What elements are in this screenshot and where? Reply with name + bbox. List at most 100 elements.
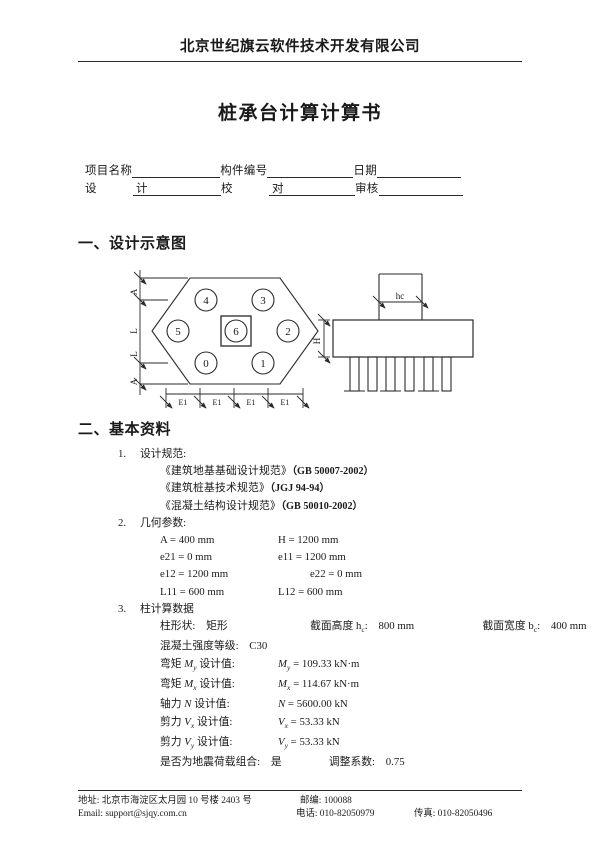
moment-x-label-post: 设计值: (196, 677, 235, 690)
section-height-label: 截面高度 h (310, 620, 362, 633)
pile-elev-4 (404, 356, 415, 392)
address-label: 地址: (78, 796, 100, 806)
axial-force-value-symbol: N (278, 698, 286, 711)
dim-label-left-L-upper: L (129, 328, 139, 334)
pile-circle-4 (194, 288, 218, 312)
section-width-label: 截面宽度 b (482, 620, 534, 633)
dim-label-left-A-bottom: A (129, 378, 139, 385)
item-2-number: 2. (118, 516, 127, 529)
pile-circle-0 (194, 351, 218, 375)
item-3-label: 柱计算数据 (140, 602, 194, 615)
shear-y-symbol: V (184, 735, 191, 748)
column-shape-value: 矩形 (206, 620, 228, 633)
shear-x-label-post: 设计值: (194, 715, 233, 728)
hc-dimension (372, 295, 429, 309)
email-value[interactable]: support@sjqy.com.cn (105, 809, 187, 819)
bottom-dimension-chain (159, 388, 310, 409)
designer-input[interactable] (133, 185, 221, 196)
standard-name-3: 《混凝土结构设计规范》 (160, 499, 281, 512)
date-input[interactable] (377, 167, 462, 178)
shear-x-value-sub: x (284, 720, 288, 730)
shear-y-value-symbol: V (278, 735, 285, 748)
seismic-row: 是否为地震荷载组合: 是调整系数: 0.75 (118, 754, 538, 771)
pile-elevation-group (349, 356, 452, 392)
standard-code-1: （GB 50007-2002） (291, 466, 374, 478)
shear-x-symbol-sub: x (190, 720, 195, 730)
H-dimension (317, 313, 331, 364)
column-outline-plan (220, 315, 252, 347)
item-design-standards: 1.设计规范: (118, 446, 538, 463)
pile-elev-5 (423, 356, 434, 392)
section-heading-diagram: 一、设计示意图 (78, 236, 187, 252)
component-number-label: 构件编号 (220, 165, 268, 177)
moment-x-label-pre: 弯矩 (160, 677, 185, 690)
seismic-label: 是否为地震荷载组合: (160, 756, 261, 769)
dim-label-left-L-lower: L (129, 351, 139, 357)
geometry-e11: e11 = 1200 mm (278, 551, 346, 564)
company-name: 北京世纪旗云软件技术开发有限公司 (180, 39, 420, 55)
fax-value: 010-82050496 (437, 809, 493, 819)
H-label: H (312, 337, 322, 344)
geometry-e22: e22 = 0 mm (310, 568, 362, 581)
pile-label-5: 5 (175, 326, 181, 338)
component-number-input[interactable] (267, 167, 354, 178)
design-diagram: 0 1 2 3 4 5 6 (128, 262, 508, 412)
left-dimension-chain (133, 270, 188, 395)
footer-row-1: 地址: 北京市海淀区太月园 10 号楼 2403 号 邮编: 100088 (78, 795, 522, 808)
hc-label: hc (396, 291, 405, 301)
approver-label: 审核 (355, 183, 379, 195)
moment-x-symbol: M (184, 677, 194, 690)
header-divider (78, 60, 522, 62)
item-1-number: 1. (118, 448, 127, 460)
approver-input[interactable] (378, 185, 463, 196)
checker-input[interactable] (269, 185, 355, 196)
moment-x-value-sub: x (287, 683, 291, 693)
pile-cap-hexagon (151, 277, 319, 385)
standard-name-1: 《建筑地基基础设计规范》 (160, 465, 292, 478)
dim-label-E1-2: E1 (213, 398, 222, 407)
form-row-2: 设 计 校 对 审核 (85, 178, 505, 196)
postcode-label: 邮编: (300, 796, 322, 806)
shear-x-label-pre: 剪力 (160, 715, 185, 728)
pile-circle-2 (276, 319, 300, 343)
item-column-data: 3.柱计算数据 (118, 601, 538, 618)
shear-x-symbol: V (184, 715, 191, 728)
diagram-svg: 0 1 2 3 4 5 6 (129, 270, 474, 409)
form-row-1: 项目名称 构件编号 日期 (85, 160, 505, 178)
postcode-value: 100088 (323, 796, 352, 806)
standard-code-2: （JGJ 94-94） (269, 483, 330, 495)
standard-row-1: 《建筑地基基础设计规范》（GB 50007-2002） (118, 463, 538, 480)
pile-cap-elevation (332, 319, 474, 358)
shear-x-row: 剪力 Vx 设计值:Vx = 53.33 kN (118, 714, 538, 734)
project-name-label: 项目名称 (85, 165, 133, 177)
adjust-coefficient-label: 调整系数: (328, 756, 376, 769)
concrete-grade-row: 混凝土强度等级: C30 (118, 638, 538, 655)
item-geometric-parameters: 2. 几何参数: (118, 515, 538, 532)
email-label: Email: (78, 809, 103, 819)
pile-label-3: 3 (260, 295, 266, 307)
designer-label: 设 计 (85, 183, 162, 195)
column-shape-label: 柱形状: (160, 620, 196, 633)
footer-row-2: Email: support@sjqy.com.cn 电话: 010-82050… (78, 808, 522, 821)
shear-y-row: 剪力 Vy 设计值:Vy = 53.33 kN (118, 734, 538, 754)
shear-y-symbol-sub: y (190, 741, 195, 751)
item-2-label: 几何参数: (140, 516, 187, 529)
project-name-input[interactable] (132, 167, 221, 178)
shear-y-label-post: 设计值: (194, 735, 233, 748)
page-title: 桩承台计算计算书 (217, 103, 382, 124)
pile-elev-2 (367, 356, 378, 392)
shear-y-value-sub: y (284, 741, 288, 751)
section-width-value: 400 mm (550, 620, 587, 633)
geometry-A: A = 400 mm (160, 534, 215, 547)
document-footer: 地址: 北京市海淀区太月园 10 号楼 2403 号 邮编: 100088 Em… (78, 790, 522, 821)
standard-row-3: 《混凝土结构设计规范》（GB 50010-2002） (118, 498, 538, 515)
concrete-grade-value: C30 (249, 640, 268, 653)
pile-group: 0 1 2 3 4 5 6 (166, 288, 300, 375)
pile-circle-1 (251, 351, 275, 375)
shear-x-value-symbol: V (278, 715, 285, 728)
moment-y-value: = 109.33 kN·m (290, 657, 360, 670)
geometry-L12: L12 = 600 mm (278, 585, 343, 598)
section-height-value: 800 mm (378, 620, 415, 633)
